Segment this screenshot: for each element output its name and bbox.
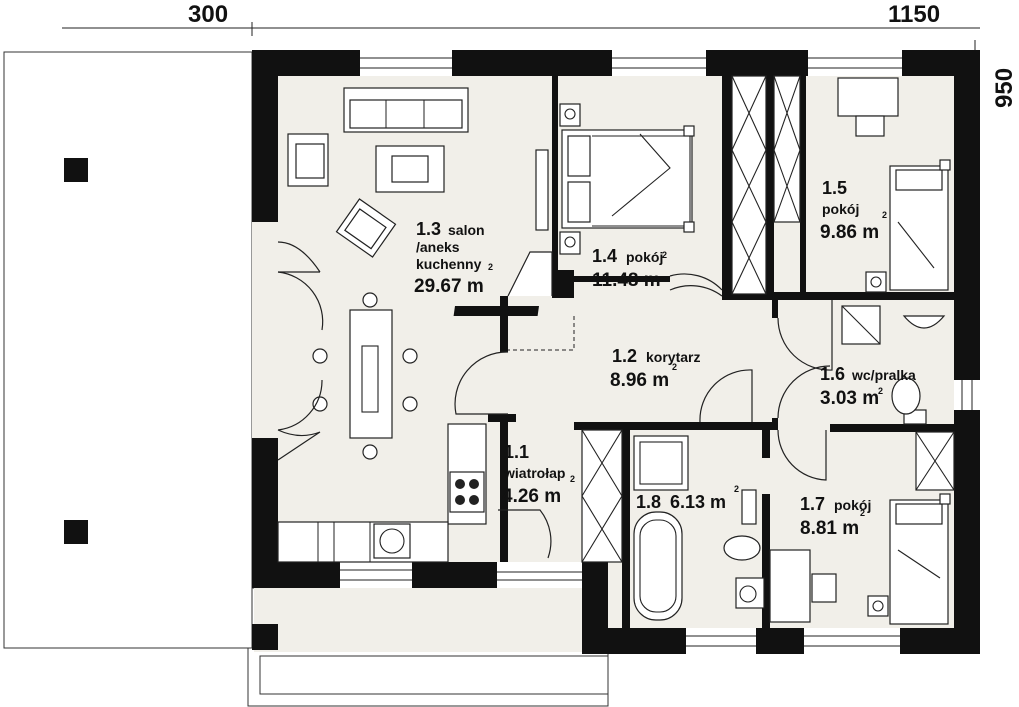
door-swing bbox=[277, 271, 324, 331]
room-1-7-area: 8.81 m bbox=[800, 518, 859, 539]
room-1-3-name: salon bbox=[448, 222, 485, 238]
cooktop-icon bbox=[449, 471, 485, 513]
wc-fixtures bbox=[841, 305, 946, 425]
room-1-4-area: 11.48 m bbox=[592, 270, 661, 291]
room-1-1-number: 1.1 bbox=[504, 442, 529, 462]
toilet bbox=[723, 535, 761, 561]
desk bbox=[837, 77, 899, 117]
bedroom-1-4-furniture bbox=[507, 103, 695, 297]
living-room-furniture bbox=[277, 87, 549, 461]
room-1-6-name: wc/pralka bbox=[851, 367, 916, 383]
room-1-7-number: 1.7 bbox=[800, 494, 825, 514]
bedroom-1-5-furniture bbox=[837, 77, 951, 293]
dimension-lines: 300 1150 950 bbox=[62, 1, 1018, 110]
bathroom-fixtures bbox=[633, 435, 765, 621]
room-1-7-area-sup: 2 bbox=[860, 508, 865, 518]
room-1-5-area-sup: 2 bbox=[882, 210, 887, 220]
room-1-4-number: 1.4 bbox=[592, 246, 617, 266]
room-1-2-area-sup: 2 bbox=[672, 362, 677, 372]
interior-walls bbox=[453, 76, 954, 628]
bedroom-1-7-furniture bbox=[769, 493, 951, 625]
room-1-3-name-line3: kuchenny bbox=[416, 256, 482, 272]
chair bbox=[855, 115, 885, 137]
room-1-2-name: korytarz bbox=[646, 349, 700, 365]
terrace-pillar bbox=[64, 520, 88, 544]
dimension-right-width: 1150 bbox=[888, 1, 940, 28]
room-1-4-name: pokój bbox=[626, 249, 663, 265]
room-1-5-area: 9.86 m bbox=[820, 222, 879, 243]
chair bbox=[811, 573, 837, 603]
dining-table bbox=[349, 309, 393, 439]
room-1-8-number: 1.8 bbox=[636, 492, 661, 512]
exterior-walls bbox=[252, 50, 980, 654]
dimension-left-width: 300 bbox=[188, 1, 228, 28]
desk bbox=[769, 549, 811, 623]
room-1-6-number: 1.6 bbox=[820, 364, 845, 384]
kitchen bbox=[277, 423, 487, 563]
wardrobes bbox=[581, 75, 955, 563]
dimension-depth: 950 bbox=[991, 68, 1018, 108]
room-1-5-name: pokój bbox=[822, 201, 859, 217]
room-1-6-area: 3.03 m bbox=[820, 388, 879, 409]
door-swing bbox=[277, 379, 323, 431]
washbasin bbox=[735, 577, 765, 609]
terrace-pillar bbox=[64, 158, 88, 182]
room-1-3-number: 1.3 bbox=[416, 219, 441, 239]
room-1-6-area-sup: 2 bbox=[878, 386, 883, 396]
room-1-5-number: 1.5 bbox=[822, 178, 847, 198]
room-1-8-area: 6.13 m bbox=[670, 492, 726, 512]
room-1-3-area: 29.67 m bbox=[414, 276, 484, 297]
shower bbox=[633, 435, 689, 491]
toilet bbox=[891, 377, 921, 415]
washbasin bbox=[902, 315, 946, 329]
room-1-4-area-sup: 2 bbox=[662, 250, 667, 260]
kitchen-counter bbox=[277, 521, 449, 563]
room-1-1-name: wiatrołap bbox=[503, 465, 565, 481]
room-1-2-number: 1.2 bbox=[612, 346, 637, 366]
room-1-3-name-line2: /aneks bbox=[416, 239, 460, 255]
room-1-7-name: pokój bbox=[834, 497, 871, 513]
room-1-1-area-sup: 2 bbox=[570, 474, 575, 484]
tv-cabinet bbox=[535, 149, 549, 231]
doors bbox=[454, 273, 833, 559]
room-1-3-area-sup: 2 bbox=[488, 262, 493, 272]
room-1-1-area: 4.26 m bbox=[502, 486, 561, 507]
entrance-steps bbox=[247, 647, 609, 707]
room-1-2-area: 8.96 m bbox=[610, 370, 669, 391]
room-labels: 1.3 salon /aneks kuchenny 2 29.67 m 1.4 … bbox=[414, 178, 916, 539]
room-1-8-area-sup: 2 bbox=[734, 484, 739, 494]
bathtub bbox=[633, 511, 683, 621]
